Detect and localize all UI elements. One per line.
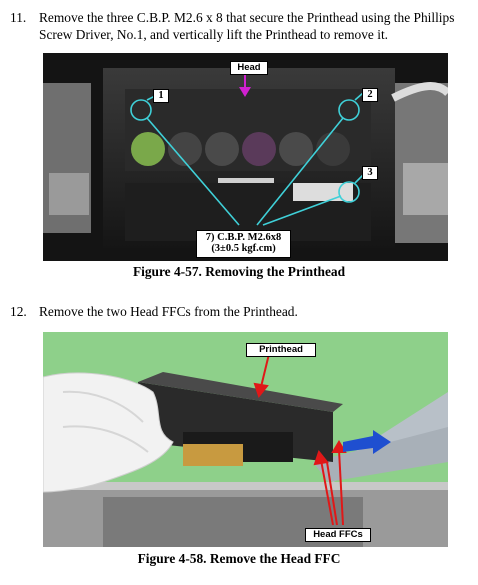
label-number-1: 1	[153, 89, 169, 103]
label-head-ffcs: Head FFCs	[305, 528, 371, 542]
callout-lines	[130, 92, 364, 226]
pull-arrow	[343, 430, 391, 454]
step-number: 11.	[10, 10, 27, 25]
screw-spec-line-1: 7) C.B.P. M2.6x8	[205, 232, 282, 243]
step-number: 12.	[10, 304, 27, 319]
figure-58-caption: Figure 4-58. Remove the Head FFC	[137, 551, 341, 566]
figure-58-photo	[43, 332, 448, 547]
label-printhead: Printhead	[246, 343, 316, 357]
label-number-3: 3	[362, 166, 378, 180]
label-head: Head	[230, 61, 268, 75]
figure-57-caption: Figure 4-57. Removing the Printhead	[132, 264, 346, 279]
step-text: Remove the three C.B.P. M2.6 x 8 that se…	[39, 10, 455, 42]
label-number-2: 2	[362, 88, 378, 102]
ffc-photo-illustration	[43, 332, 448, 547]
step-text: Remove the two Head FFCs from the Printh…	[39, 304, 298, 319]
label-screw-spec: 7) C.B.P. M2.6x8 (3±0.5 kgf.cm)	[196, 230, 291, 258]
red-pointers	[253, 353, 347, 526]
screw-spec-line-2: (3±0.5 kgf.cm)	[211, 243, 276, 254]
head-arrow	[239, 73, 251, 97]
